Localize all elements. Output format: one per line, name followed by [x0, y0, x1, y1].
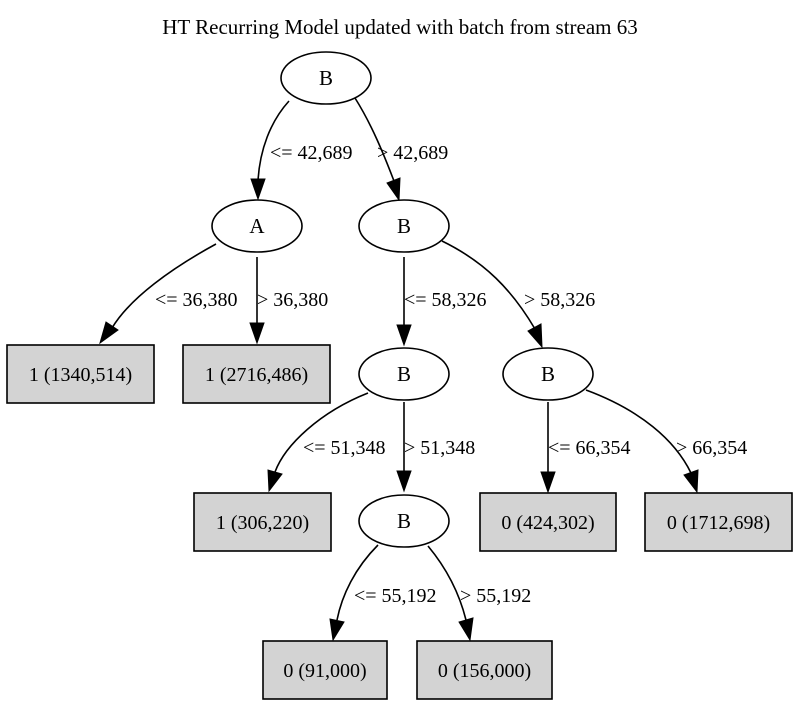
diagram-title: HT Recurring Model updated with batch fr… [162, 15, 638, 39]
edge-label-b3-leaf4: <= 66,354 [548, 437, 631, 459]
edge-label-b2-leaf3: <= 51,348 [303, 437, 386, 459]
node-root-shape [280, 51, 372, 105]
edge-label-b4-leaf7: > 55,192 [460, 585, 531, 607]
edge-b3-to-leaf5 [585, 389, 692, 474]
leaf-5-box [644, 492, 793, 552]
node-a-shape [211, 199, 303, 253]
edge-label-b4-leaf6: <= 55,192 [354, 585, 437, 607]
edge-b2-to-leaf3 [274, 392, 369, 473]
node-a-label: A [249, 214, 265, 238]
node-a: A [211, 199, 303, 253]
leaf-2-label: 1 (2716,486) [205, 364, 308, 386]
arrowhead-b1-to-b3 [527, 323, 543, 349]
edge-label-b1-b2: <= 58,326 [404, 289, 487, 311]
arrowhead-a-to-leaf2 [249, 322, 265, 345]
arrowhead-b3-to-leaf4 [540, 471, 556, 494]
leaf-5: 0 (1712,698) [644, 492, 793, 552]
edge-label-root-b1: > 42,689 [377, 142, 448, 164]
edges [99, 97, 699, 642]
leaf-7-label: 0 (156,000) [438, 660, 531, 682]
leaf-2: 1 (2716,486) [182, 344, 331, 404]
leaf-3: 1 (306,220) [193, 492, 332, 552]
edge-root-to-a [257, 100, 290, 181]
edge-root-to-b1 [354, 97, 395, 182]
decision-nodes: B A B B B B [211, 51, 594, 548]
node-b3: B [502, 347, 594, 401]
leaf-6: 0 (91,000) [262, 640, 388, 700]
leaf-7-box [416, 640, 553, 700]
leaf-4-box [479, 492, 617, 552]
edge-label-a-leaf2: > 36,380 [257, 289, 328, 311]
node-b1-shape [358, 199, 450, 253]
node-b3-label: B [541, 362, 555, 386]
leaf-7: 0 (156,000) [416, 640, 553, 700]
leaf-3-label: 1 (306,220) [216, 512, 309, 534]
node-b2-shape [358, 347, 450, 401]
edge-label-a-leaf1: <= 36,380 [155, 289, 238, 311]
arrowhead-b1-to-b2 [396, 324, 412, 347]
arrowhead-b4-to-leaf7 [458, 617, 474, 642]
leaf-1-label: 1 (1340,514) [29, 364, 132, 386]
edge-label-b3-leaf5: > 66,354 [676, 437, 747, 459]
node-b4-label: B [397, 509, 411, 533]
node-b2: B [358, 347, 450, 401]
leaf-5-label: 0 (1712,698) [667, 512, 770, 534]
edge-b1-to-b3 [441, 240, 536, 330]
arrowhead-b2-to-leaf3 [267, 469, 283, 493]
edge-label-root-a: <= 42,689 [270, 142, 353, 164]
node-b2-label: B [397, 362, 411, 386]
node-root-label: B [319, 66, 333, 90]
node-b4-shape [358, 494, 450, 548]
edge-a-to-leaf1 [111, 243, 217, 329]
node-root: B [280, 51, 372, 105]
leaf-4-label: 0 (424,302) [501, 512, 594, 534]
leaf-nodes: 1 (1340,514) 1 (2716,486) 1 (306,220) 0 … [6, 344, 793, 700]
edge-b4-to-leaf6 [336, 544, 379, 621]
leaf-1-box [6, 344, 155, 404]
arrowhead-b2-to-b4 [396, 470, 412, 493]
edge-label-b1-b3: > 58,326 [524, 289, 595, 311]
edge-b4-to-leaf7 [427, 545, 467, 621]
leaf-1: 1 (1340,514) [6, 344, 155, 404]
leaf-4: 0 (424,302) [479, 492, 617, 552]
leaf-6-box [262, 640, 388, 700]
arrowhead-b4-to-leaf6 [329, 618, 345, 642]
leaf-3-box [193, 492, 332, 552]
leaf-6-label: 0 (91,000) [283, 660, 366, 682]
edge-labels: <= 42,689 > 42,689 <= 36,380 > 36,380 <=… [155, 142, 747, 607]
node-b1: B [358, 199, 450, 253]
arrowhead-b3-to-leaf5 [683, 469, 699, 494]
edge-label-b2-b4: > 51,348 [404, 437, 475, 459]
node-b4: B [358, 494, 450, 548]
node-b3-shape [502, 347, 594, 401]
leaf-2-box [182, 344, 331, 404]
node-b1-label: B [397, 214, 411, 238]
arrowhead-a-to-leaf1 [99, 321, 119, 345]
arrowhead-root-to-a [250, 178, 266, 201]
arrowhead-root-to-b1 [386, 177, 401, 202]
